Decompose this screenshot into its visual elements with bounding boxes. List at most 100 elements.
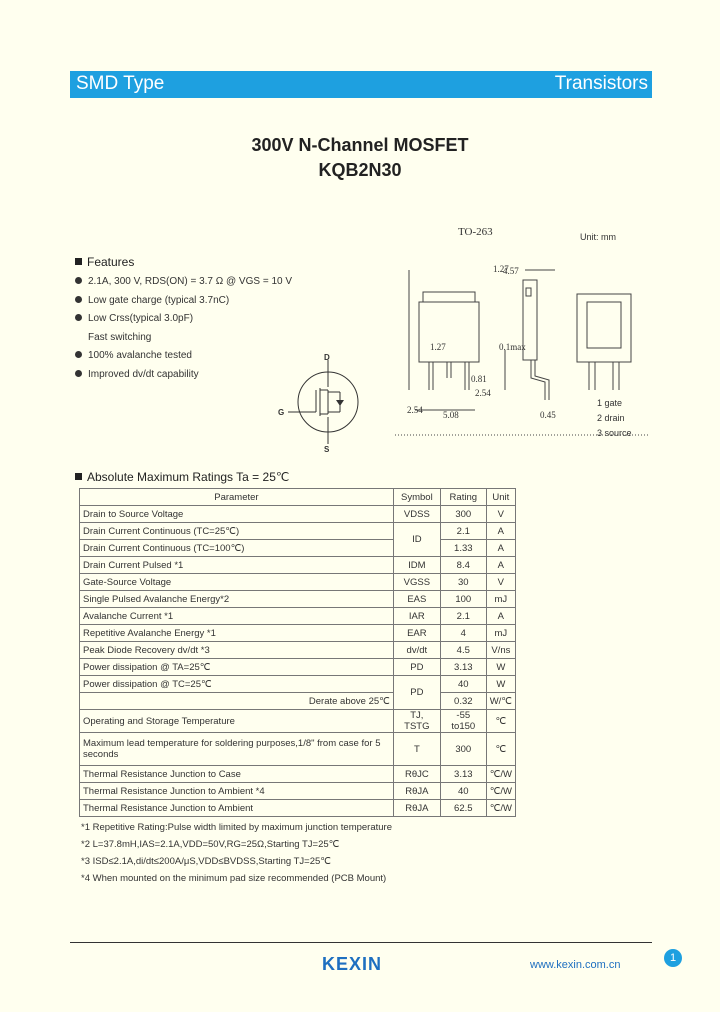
svg-text:2.54: 2.54: [407, 405, 423, 415]
symbol-cell: ID: [392, 522, 441, 557]
header-right: Transistors: [554, 73, 648, 94]
svg-text:1.27: 1.27: [430, 342, 446, 352]
param-cell: Avalanche Current *1: [79, 607, 394, 625]
rating-cell: 300: [439, 732, 487, 766]
mosfet-symbol-icon: D G S: [278, 353, 359, 452]
rating-cell: 4.5: [439, 641, 487, 659]
rating-cell: 2.1: [439, 522, 487, 540]
symbol-cell: RθJA: [392, 799, 441, 817]
svg-text:G: G: [278, 408, 284, 417]
svg-text:0.81: 0.81: [471, 374, 487, 384]
pin-3: 3 source: [597, 428, 632, 438]
svg-text:S: S: [324, 445, 330, 452]
unit-cell: ℃: [485, 709, 517, 733]
feature-item: 2.1A, 300 V, RDS(ON) = 3.7 Ω @ VGS = 10 …: [75, 276, 292, 287]
unit-cell: A: [485, 556, 517, 574]
square-bullet-icon: [75, 473, 82, 480]
unit-cell: ℃/W: [485, 765, 517, 783]
pin-1: 1 gate: [597, 398, 623, 408]
param-cell: Drain Current Continuous (TC=100℃): [79, 539, 394, 557]
ratings-heading: Absolute Maximum Ratings Ta = 25℃: [75, 470, 289, 484]
unit-cell: mJ: [485, 624, 517, 642]
note-line: *3 ISD≤2.1A,di/dt≤200A/μS,VDD≤BVDSS,Star…: [81, 856, 331, 867]
package-unit: Unit: mm: [580, 232, 616, 242]
symbol-cell: EAS: [392, 590, 441, 608]
feature-item: Improved dv/dt capability: [75, 369, 199, 380]
col-unit: Unit: [485, 488, 517, 506]
param-cell: Drain Current Pulsed *1: [79, 556, 394, 574]
unit-cell: ℃: [485, 732, 517, 766]
param-cell: Thermal Resistance Junction to Case: [79, 765, 394, 783]
unit-cell: A: [485, 522, 517, 540]
rating-cell: 300: [439, 505, 487, 523]
symbol-cell: IAR: [392, 607, 441, 625]
feature-item: 100% avalanche tested: [75, 350, 192, 361]
svg-text:4.57: 4.57: [503, 266, 519, 276]
unit-cell: W: [485, 675, 517, 693]
param-cell: Thermal Resistance Junction to Ambient: [79, 799, 394, 817]
rating-cell: 8.4: [439, 556, 487, 574]
rating-cell: 62.5: [439, 799, 487, 817]
param-cell: Drain to Source Voltage: [79, 505, 394, 523]
rating-cell: 3.13: [439, 658, 487, 676]
symbol-cell: TJ, TSTG: [392, 709, 441, 733]
square-bullet-icon: [75, 258, 82, 265]
unit-cell: V: [485, 505, 517, 523]
param-cell: Power dissipation @ TC=25℃: [79, 675, 394, 693]
symbol-cell: IDM: [392, 556, 441, 574]
svg-text:2.54: 2.54: [475, 388, 491, 398]
unit-cell: V: [485, 573, 517, 591]
svg-text:1.27: 1.27: [493, 264, 509, 274]
bullet-dot-icon: [75, 351, 82, 358]
rating-cell: -55 to150: [439, 709, 487, 733]
feature-item: Fast switching: [88, 331, 152, 343]
unit-cell: V/ns: [485, 641, 517, 659]
feature-item: Low Crss(typical 3.0pF): [75, 313, 193, 324]
pin-2: 2 drain: [597, 413, 625, 423]
svg-text:5.08: 5.08: [443, 410, 459, 420]
param-cell: Single Pulsed Avalanche Energy*2: [79, 590, 394, 608]
unit-cell: A: [485, 607, 517, 625]
rating-cell: 2.1: [439, 607, 487, 625]
bullet-dot-icon: [75, 277, 82, 284]
symbol-cell: dv/dt: [392, 641, 441, 659]
footer-url[interactable]: www.kexin.com.cn: [530, 959, 621, 971]
header-left: SMD Type: [76, 73, 165, 94]
bullet-dot-icon: [75, 369, 82, 377]
rating-cell: 30: [439, 573, 487, 591]
unit-cell: ℃/W: [485, 799, 517, 817]
note-line: *4 When mounted on the minimum pad size …: [81, 873, 387, 884]
rating-cell: 40: [439, 675, 487, 693]
page-title: 300V N-Channel MOSFET: [251, 135, 469, 155]
param-cell: Maximum lead temperature for soldering p…: [79, 732, 394, 766]
param-cell: Power dissipation @ TA=25℃: [79, 658, 394, 676]
symbol-cell: PD: [392, 675, 441, 710]
rating-cell: 40: [439, 782, 487, 800]
param-cell: Thermal Resistance Junction to Ambient *…: [79, 782, 394, 800]
note-line: *2 L=37.8mH,IAS=2.1A,VDD=50V,RG=25Ω,Star…: [81, 839, 340, 850]
unit-cell: ℃/W: [485, 782, 517, 800]
bullet-dot-icon: [75, 295, 82, 303]
table-row: Thermal Resistance Junction to Ambient *…: [79, 782, 517, 800]
svg-text:0.45: 0.45: [540, 410, 556, 420]
rating-cell: 3.13: [439, 765, 487, 783]
unit-cell: W/℃: [485, 692, 517, 710]
footer-divider: [70, 942, 652, 943]
col-parameter: Parameter: [79, 488, 394, 506]
body-outline: [418, 301, 480, 363]
feature-item: Low gate charge (typical 3.7nC): [75, 295, 229, 306]
tab-outline: [422, 291, 476, 303]
symbol-cell: RθJA: [392, 782, 441, 800]
param-cell: Drain Current Continuous (TC=25℃): [79, 522, 394, 540]
